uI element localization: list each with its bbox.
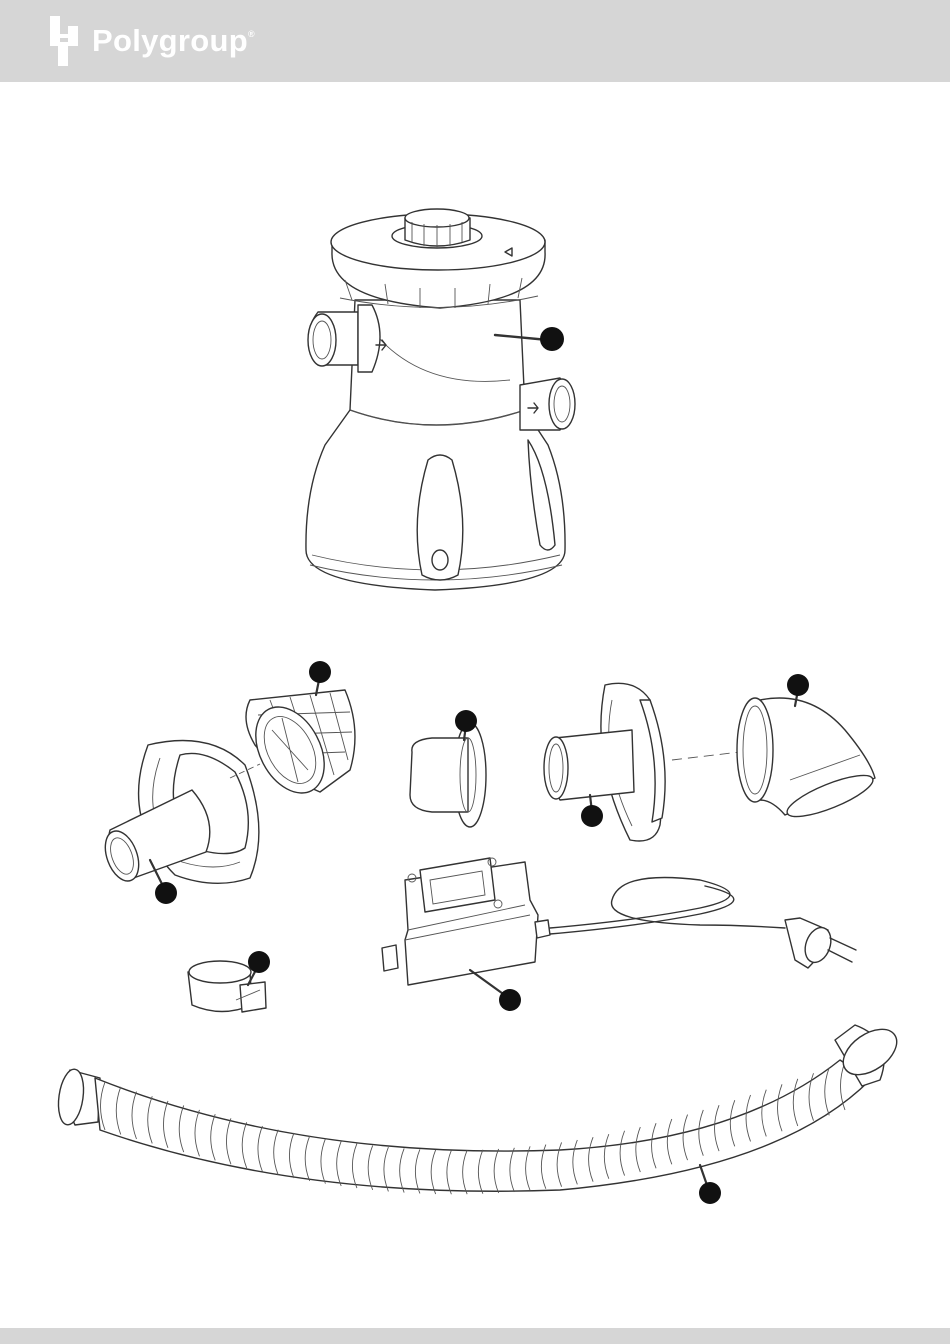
elbow-nozzle-illustration bbox=[737, 698, 877, 824]
transformer-with-plug-illustration bbox=[382, 858, 856, 985]
callout-marker-clamp bbox=[248, 951, 270, 973]
callout-marker-1 bbox=[540, 327, 564, 351]
corrugated-hose-illustration bbox=[55, 1020, 905, 1194]
strainer-basket-illustration bbox=[242, 690, 355, 805]
outlet-fitting-illustration bbox=[544, 683, 740, 841]
callout-marker-outlet bbox=[581, 805, 603, 827]
callout-marker-inlet bbox=[155, 882, 177, 904]
callout-marker-transformer bbox=[499, 989, 521, 1011]
callout-marker-strainer bbox=[309, 661, 331, 683]
page-footer bbox=[0, 1328, 950, 1344]
callout-marker-hose bbox=[699, 1182, 721, 1204]
callout-marker-plug bbox=[455, 710, 477, 732]
filter-pump-illustration bbox=[306, 209, 575, 590]
inlet-fitting-illustration bbox=[99, 741, 260, 886]
plunger-plug-illustration bbox=[410, 723, 486, 827]
callout-marker-elbow bbox=[787, 674, 809, 696]
